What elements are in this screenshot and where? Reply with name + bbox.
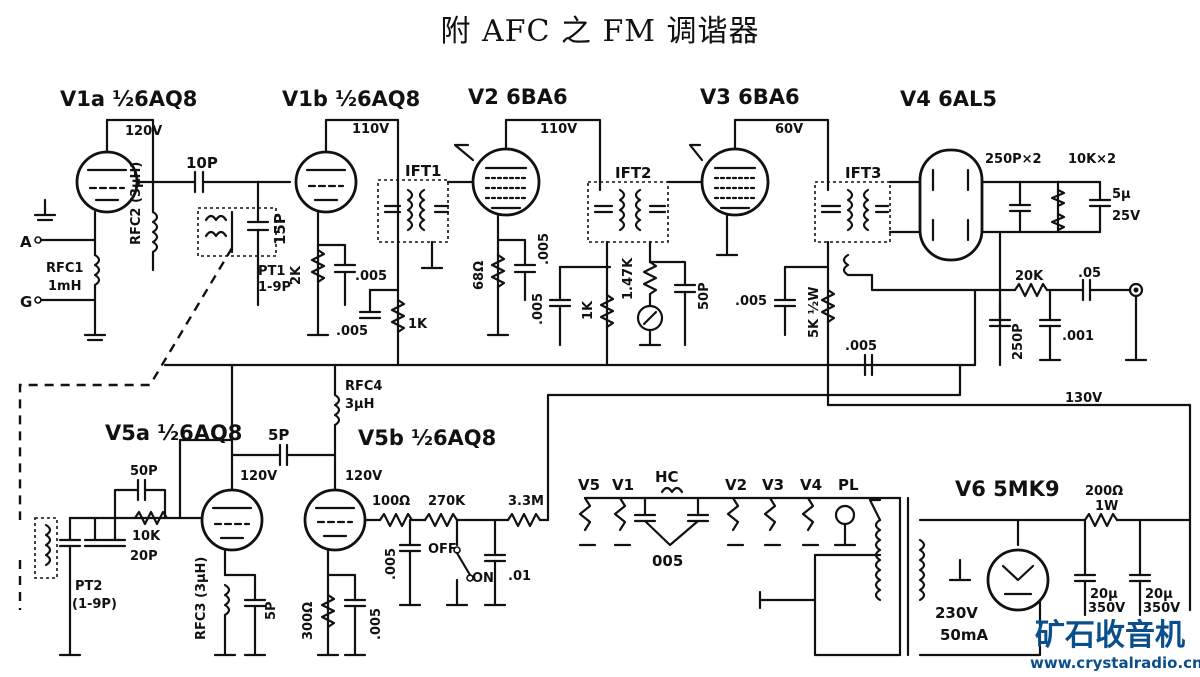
c-350v-b-label: 350V — [1143, 601, 1180, 616]
r-300-label: 300Ω — [301, 602, 316, 640]
c-25v-label: 25V — [1112, 209, 1140, 224]
v4-label: V4 6AL5 — [900, 87, 997, 111]
r-33m-label: 3.3M — [508, 494, 544, 509]
c-005a-label: .005 — [355, 269, 387, 284]
c-05-label: .05 — [1078, 266, 1101, 281]
v5b-label: V5b ½6AQ8 — [358, 426, 496, 450]
b-plus-voltage: 130V — [1065, 391, 1102, 406]
tube-v2 — [471, 147, 541, 217]
v5a-voltage: 120V — [240, 469, 277, 484]
heater-v3: V3 — [762, 476, 784, 494]
rfc2-label: RFC2 (3μH) — [129, 162, 144, 245]
pt2-range: (1-9P) — [72, 597, 117, 612]
r-20k-label: 20K — [1015, 269, 1044, 284]
tube-v4 — [918, 148, 984, 262]
c-005b-label: .005 — [336, 324, 368, 339]
terminal-a: A — [20, 233, 32, 251]
v1a-voltage: 120V — [125, 124, 162, 139]
v3-label: V3 6BA6 — [700, 85, 800, 109]
c-15p-label: 15P — [271, 213, 289, 245]
r-100-label: 100Ω — [372, 494, 410, 509]
pt1-range: 1-9P — [258, 280, 291, 295]
r-68-label: 68Ω — [472, 261, 487, 290]
v1b-voltage: 110V — [352, 122, 389, 137]
c-5p-a-label: 5P — [268, 426, 289, 444]
watermark-brand: 矿石收音机 — [1035, 618, 1185, 653]
c-001-label: .001 — [1062, 329, 1094, 344]
tube-v5b — [303, 488, 367, 552]
v5a-label: V5a ½6AQ8 — [105, 421, 242, 445]
c-005d-label: .005 — [531, 293, 546, 325]
tube-v1b — [294, 150, 358, 214]
c-20u-b-label: 20μ — [1145, 587, 1173, 602]
heater-c-005: 005 — [652, 552, 683, 570]
c-5p-b-label: 5P — [264, 601, 279, 620]
pt1-label: PT1 — [258, 264, 285, 279]
ift1-label: IFT1 — [405, 162, 442, 180]
rfc1-label: RFC1 — [46, 261, 83, 276]
rfc4-label: RFC4 — [345, 379, 382, 394]
c-005g-label: .005 — [369, 608, 384, 640]
c-20p-label: 20P — [130, 549, 158, 564]
heater-v5: V5 — [578, 476, 600, 494]
pt2-label: PT2 — [75, 579, 102, 594]
r-1k-b-label: 1K — [581, 300, 596, 320]
rfc1-value: 1mH — [48, 279, 81, 294]
c-5u-label: 5μ — [1112, 187, 1131, 202]
transformer-current: 50mA — [940, 626, 989, 644]
ift3-label: IFT3 — [845, 164, 882, 182]
r-270k-label: 270K — [428, 494, 466, 509]
tube-v3 — [700, 147, 770, 217]
ift2-label: IFT2 — [615, 164, 652, 182]
v1b-label: V1b ½6AQ8 — [282, 87, 420, 111]
r-10k2-label: 10K×2 — [1068, 152, 1116, 167]
rfc4-value: 3μH — [345, 397, 375, 412]
tube-v5a — [200, 488, 264, 552]
r-2k-label: 2K — [289, 265, 304, 285]
transformer-voltage: 230V — [935, 604, 978, 622]
c-005f-label: .005 — [845, 339, 877, 354]
r-5k-label: 5K ½W — [807, 287, 822, 338]
v6-label: V6 5MK9 — [955, 477, 1060, 501]
c-50p-b-label: 50P — [130, 464, 158, 479]
terminal-g: G — [20, 293, 32, 311]
c-10p-label: 10P — [186, 154, 218, 172]
watermark-url: www.crystalradio.cn — [1030, 654, 1200, 672]
switch-off-label: OFF — [428, 542, 457, 557]
c-250p2-label: 250P×2 — [985, 152, 1042, 167]
c-005c-label: .005 — [537, 233, 552, 265]
v1a-label: V1a ½6AQ8 — [60, 87, 197, 111]
page-title: 附 AFC 之 FM 调谐器 — [440, 14, 760, 49]
v3-voltage: 60V — [775, 122, 803, 137]
v5b-voltage: 120V — [345, 469, 382, 484]
heater-v4: V4 — [800, 476, 822, 494]
power-plug-icon — [758, 590, 777, 610]
heater-v1: V1 — [612, 476, 634, 494]
c-005e-label: .005 — [735, 294, 767, 309]
c-350v-a-label: 350V — [1088, 601, 1125, 616]
r-10k-label: 10K — [132, 529, 161, 544]
c-250p-label: 250P — [1011, 323, 1026, 360]
c-20u-a-label: 20μ — [1090, 587, 1118, 602]
r-200-label: 200Ω — [1085, 484, 1123, 499]
afc-switch[interactable] — [455, 551, 472, 577]
c-005h-label: .005 — [384, 548, 399, 580]
r-147k-label: 1.47K — [621, 257, 636, 300]
r-1k-a-label: 1K — [408, 317, 428, 332]
heater-v2: V2 — [725, 476, 747, 494]
v2-voltage: 110V — [540, 122, 577, 137]
switch-on-label: ON — [472, 571, 494, 586]
heater-pl: PL — [838, 476, 859, 494]
rfc3-label: RFC3 (3μH) — [194, 557, 209, 640]
heater-hc: HC — [655, 468, 679, 486]
c-01-label: .01 — [508, 569, 531, 584]
c-50p-label: 50P — [697, 282, 712, 310]
r-1w-label: 1W — [1095, 499, 1118, 514]
pilot-lamp-icon — [834, 504, 856, 526]
v2-label: V2 6BA6 — [468, 85, 568, 109]
